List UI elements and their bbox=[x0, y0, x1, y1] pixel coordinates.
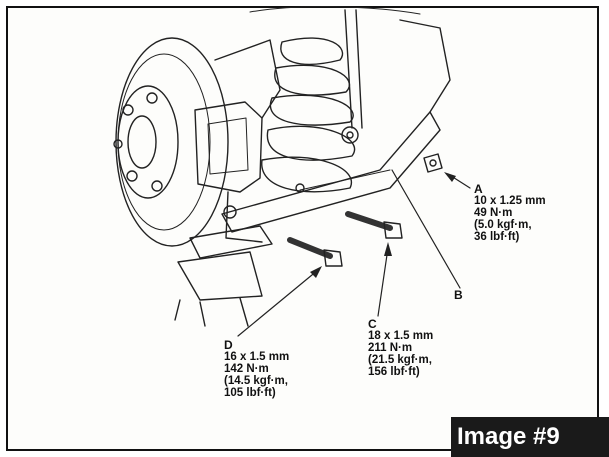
diagram-frame bbox=[6, 6, 599, 451]
callout-a-letter: A bbox=[474, 182, 483, 196]
lower-arm bbox=[221, 111, 441, 233]
brake-disc bbox=[115, 37, 229, 247]
bolt-c-shank bbox=[345, 211, 393, 231]
callout-a-lbf: 36 lbf·ft) bbox=[474, 231, 520, 243]
callout-d-torque: 142 N·m bbox=[224, 363, 269, 375]
callout-d: D 16 x 1.5 mm 142 N·m (14.5 kgf·m, 105 l… bbox=[224, 339, 289, 399]
callout-a-torque: 49 N·m bbox=[474, 207, 513, 219]
nut-a bbox=[423, 153, 443, 173]
callout-b: B bbox=[454, 289, 463, 301]
callout-a-size: 10 x 1.25 mm bbox=[474, 195, 546, 207]
bolt-d-head bbox=[323, 249, 343, 267]
callout-b-letter: B bbox=[454, 288, 463, 302]
callout-d-size: 16 x 1.5 mm bbox=[224, 351, 290, 363]
callout-c-letter: C bbox=[368, 317, 377, 331]
wheel-hub bbox=[117, 85, 179, 199]
callout-d-kgf: (14.5 kgf·m, bbox=[224, 375, 288, 387]
callout-c-torque: 211 N·m bbox=[368, 342, 413, 354]
brake-caliper bbox=[194, 101, 263, 193]
bolt-d-shank bbox=[287, 237, 333, 259]
callout-a: A 10 x 1.25 mm 49 N·m (5.0 kgf·m, 36 lbf… bbox=[474, 183, 546, 243]
coil-spring bbox=[269, 94, 354, 126]
callout-d-letter: D bbox=[224, 338, 233, 352]
callout-c: C 18 x 1.5 mm 211 N·m (21.5 kgf·m, 156 l… bbox=[368, 318, 433, 378]
image-number-badge: Image #9 bbox=[451, 417, 609, 457]
callout-d-lbf: 105 lbf·ft) bbox=[224, 387, 276, 399]
bolt-c-head bbox=[383, 221, 403, 239]
callout-c-kgf: (21.5 kgf·m, bbox=[368, 354, 432, 366]
callout-c-lbf: 156 lbf·ft) bbox=[368, 366, 420, 378]
arm-bushing bbox=[341, 126, 359, 144]
image-number-text: Image #9 bbox=[457, 423, 560, 450]
callout-a-kgf: (5.0 kgf·m, bbox=[474, 219, 532, 231]
callout-c-size: 18 x 1.5 mm bbox=[368, 330, 434, 342]
